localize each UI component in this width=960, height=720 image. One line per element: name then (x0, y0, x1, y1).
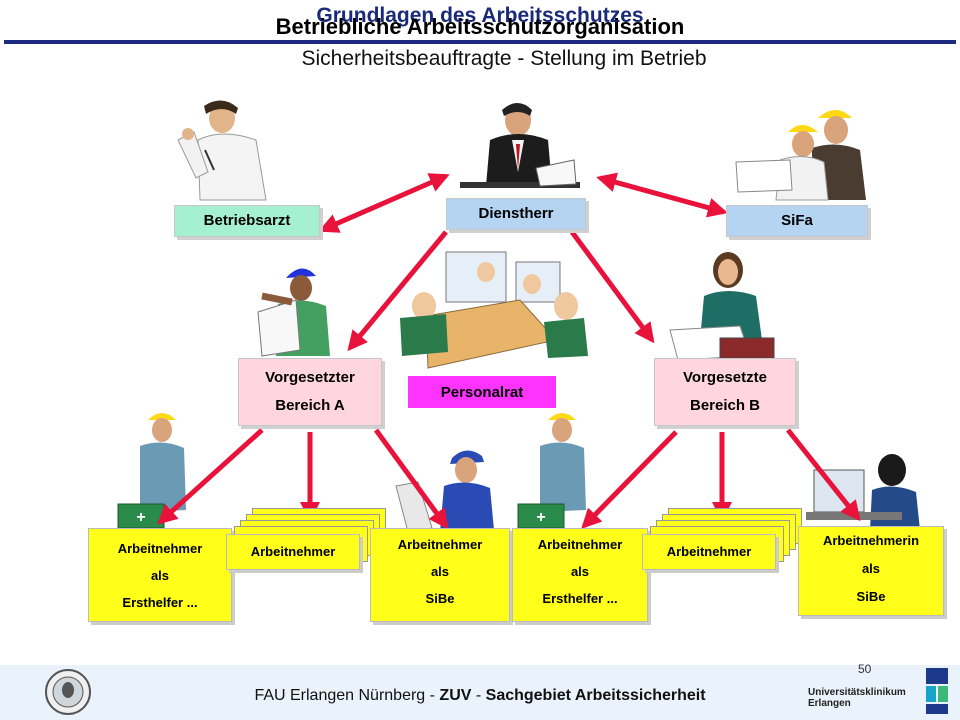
footer-part1: FAU Erlangen Nürnberg - (254, 687, 440, 704)
footer-bar (0, 665, 960, 720)
arrow-dienstherr-vorgesetzter-a-icon (347, 230, 448, 352)
personalrat-box: Personalrat (408, 376, 556, 408)
supervisor-b-figure-icon (669, 252, 775, 361)
first-aider-a-figure-icon: + (117, 413, 186, 529)
arrow-dienstherr-betriebsarzt-icon (318, 173, 450, 233)
ersthelfer-a-line1: Arbeitnehmer (117, 541, 203, 556)
safety-officer-a-figure-icon (395, 450, 494, 533)
sibe-b-line1: Arbeitnehmerin (822, 533, 920, 548)
slide-subtitle: Sicherheitsbeauftragte - Stellung im Bet… (301, 47, 707, 70)
vorgesetzte-b-line2: Bereich B (689, 397, 761, 414)
ersthelfer-b-line2: als (570, 564, 590, 579)
ersthelfer-b-line1: Arbeitnehmer (537, 537, 623, 552)
betriebsarzt-box: Betriebsarzt (174, 205, 320, 237)
sibe-b-line3: SiBe (856, 589, 886, 604)
slide-title-background: Grundlagen des Arbeitsschutzes (316, 4, 644, 27)
page-number: 50 (858, 662, 872, 676)
uk-logo-mark-icon (926, 668, 948, 714)
sibe-a-line1: Arbeitnehmer (397, 537, 483, 552)
uk-logo-line2: Erlangen (808, 698, 851, 709)
ersthelfer-a-line2: als (150, 568, 170, 583)
fau-seal-icon (45, 669, 91, 715)
sifa-box: SiFa (726, 205, 868, 237)
ersthelfer-b-line3: Ersthelfer ... (542, 591, 618, 606)
arrow-dienstherr-sifa-icon (596, 172, 728, 218)
arrow-b-sibe-icon (786, 428, 861, 522)
arrow-b-ersthelfer-icon (581, 430, 678, 529)
arbeitnehmer-ersthelfer-b-box: Arbeitnehmer als Ersthelfer ... (512, 528, 648, 622)
supervisor-a-figure-icon (257, 268, 330, 357)
vorgesetzte-b-box: Vorgesetzte Bereich B (654, 358, 796, 426)
title-rule (4, 40, 956, 44)
footer-part3: - (471, 687, 486, 704)
arbeitnehmer-sibe-a-box: Arbeitnehmer als SiBe (370, 528, 510, 622)
employer-figure-icon (460, 103, 580, 188)
sibe-a-line3: SiBe (425, 591, 455, 606)
meeting-table-icon (400, 251, 588, 369)
arrow-a-ersthelfer-icon (157, 428, 264, 525)
footer-part2: ZUV (439, 687, 472, 704)
vorgesetzter-a-line2: Bereich A (275, 397, 345, 414)
uk-logo-text: Universitätsklinikum Erlangen (808, 687, 906, 709)
dienstherr-box: Dienstherr (446, 198, 586, 230)
first-aider-b-figure-icon: + (517, 413, 586, 529)
vorgesetzte-b-line1: Vorgesetzte (683, 369, 767, 386)
slide-title: Betriebliche Arbeitsschutzorganisation (275, 14, 685, 39)
vorgesetzter-a-line1: Vorgesetzter (265, 369, 355, 386)
svg-text:+: + (536, 509, 545, 526)
safety-engineers-figure-icon (735, 110, 866, 201)
arbeitnehmer-ersthelfer-a-box: Arbeitnehmer als Ersthelfer ... (88, 528, 232, 622)
ersthelfer-a-line3: Ersthelfer ... (122, 595, 198, 610)
sibe-a-line2: als (430, 564, 450, 579)
vorgesetzter-a-box: Vorgesetzter Bereich A (238, 358, 382, 426)
arrow-a-sibe-icon (373, 428, 449, 530)
footer-caption: FAU Erlangen Nürnberg - ZUV - Sachgebiet… (0, 687, 960, 705)
sibe-b-line2: als (861, 561, 881, 576)
arbeitnehmer-a-box: Arbeitnehmer (226, 534, 360, 570)
arbeitnehmer-b-box: Arbeitnehmer (642, 534, 776, 570)
uk-logo-line1: Universitätsklinikum (808, 687, 906, 698)
arbeitnehmerin-sibe-b-box: Arbeitnehmerin als SiBe (798, 526, 944, 616)
footer-part4: Sachgebiet Arbeitssicherheit (485, 687, 706, 704)
doctor-figure-icon (177, 100, 267, 201)
svg-text:+: + (136, 509, 145, 526)
arrow-dienstherr-vorgesetzte-b-icon (569, 230, 655, 344)
